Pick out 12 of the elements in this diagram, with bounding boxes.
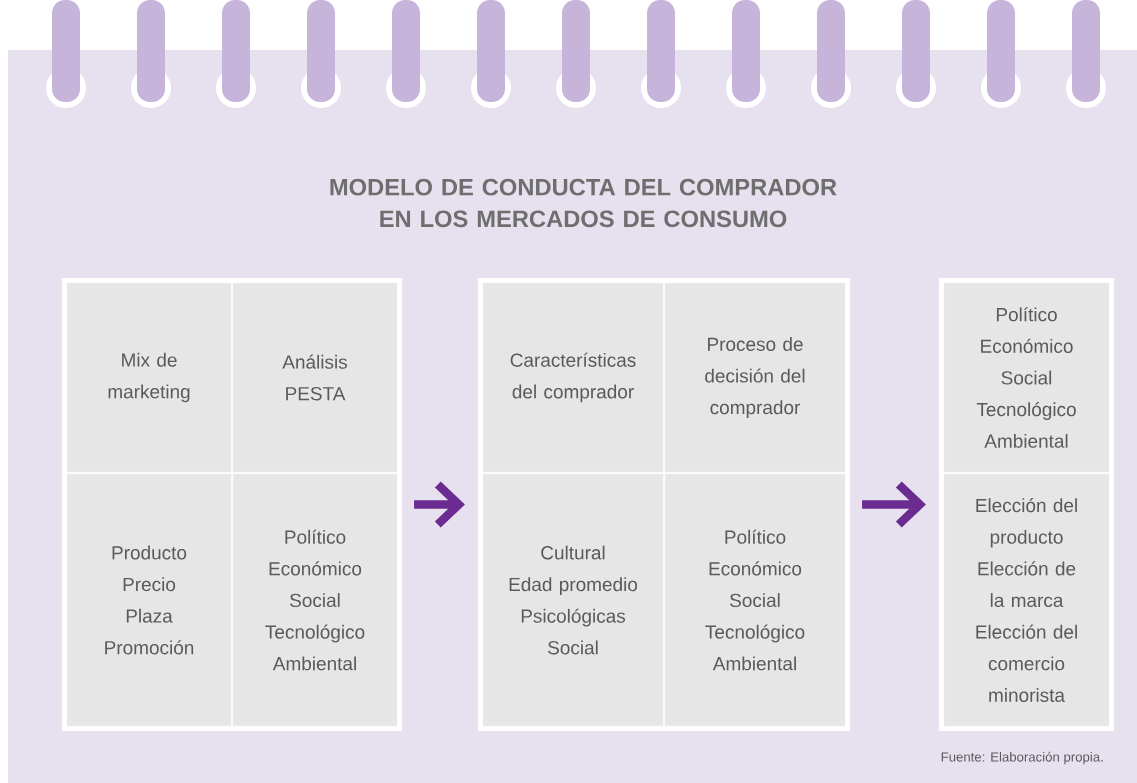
text-cell: Elección del producto Elección de la marca Elección del comercio minorista <box>943 473 1110 727</box>
text-cell: Cultural Edad promedio Psicológicas Social <box>482 473 664 727</box>
text-cell: Producto Precio Plaza Promoción <box>66 473 232 727</box>
text-cell: Análisis PESTA <box>232 282 398 473</box>
text-cell: Político Económico Social Tecnológico Ambiental <box>232 473 398 727</box>
text-cell: Proceso de decisión del comprador <box>664 282 846 473</box>
title: MODELO DE CONDUCTA DEL COMPRADOR EN LOS MERCADOS DE CONSUMO <box>330 178 837 228</box>
text-cell: Político Económico Social Tecnológico Ambiental <box>943 282 1110 473</box>
text-cell: Político Económico Social Tecnológico Ambiental <box>664 473 846 727</box>
text-cell: Mix de marketing <box>66 282 232 473</box>
caption: Fuente: Elaboración propia. <box>941 751 1103 765</box>
text-cell: Características del comprador <box>482 282 664 473</box>
